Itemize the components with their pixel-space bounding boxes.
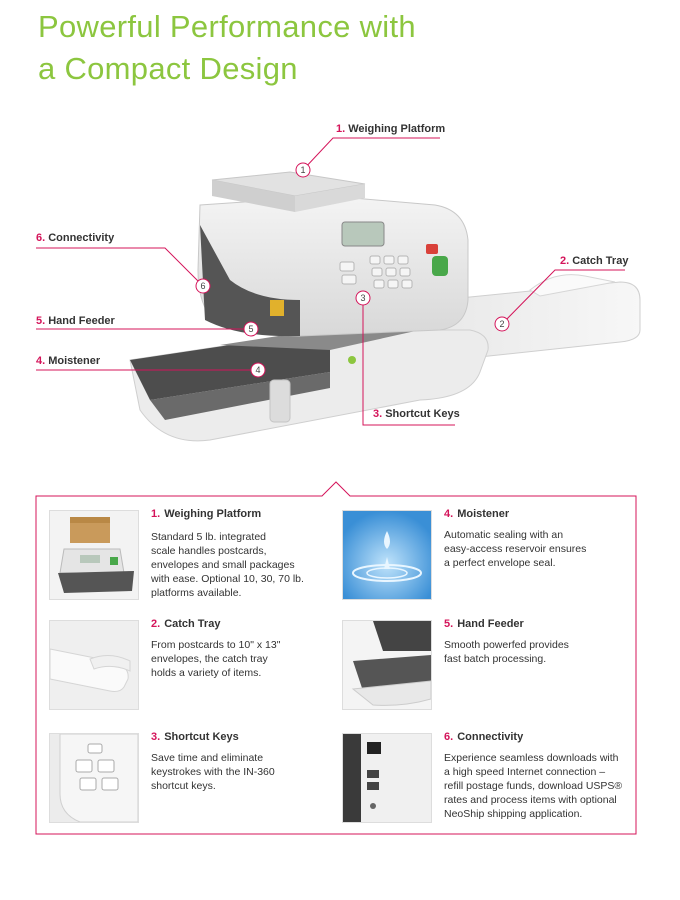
callout-markers (195, 162, 510, 378)
feature-panel-border (35, 481, 637, 835)
callout-weighing-platform: 1.Weighing Platform (336, 123, 446, 135)
callout-connectivity: 6.Connectivity (36, 232, 115, 244)
weighing-platform-photo-icon (49, 510, 139, 600)
feature-title-moistener: 4.Moistener (444, 508, 510, 520)
feature-text-weighing-platform: Standard 5 lb. integrated scale handles … (151, 531, 304, 599)
postage-meter-illustration: 1 2 3 4 5 6 (36, 137, 641, 442)
catch-tray-shape (439, 274, 641, 359)
page-headline: Powerful Performance with a Compact Desi… (38, 6, 416, 90)
feature-title-hand-feeder: 5.Hand Feeder (444, 618, 524, 630)
feature-text-moistener: Automatic sealing with an easy-access re… (444, 529, 587, 569)
feature-text-connectivity: Experience seamless downloads with a hig… (444, 752, 623, 820)
feature-title-connectivity: 6.Connectivity (444, 731, 524, 743)
marker-3: 3 (360, 293, 365, 303)
feature-title-catch-tray: 2.Catch Tray (151, 618, 221, 630)
marker-2: 2 (499, 319, 504, 329)
marker-5: 5 (248, 324, 253, 334)
marker-1: 1 (300, 165, 305, 175)
feature-text-hand-feeder: Smooth powerfed provides fast batch proc… (444, 639, 569, 665)
connectivity-ports-photo-icon (342, 733, 432, 823)
water-drop-photo-icon (342, 510, 432, 600)
callout-moistener: 4.Moistener (36, 355, 101, 367)
callout-shortcut-keys: 3.Shortcut Keys (373, 408, 460, 420)
shortcut-keys-photo-icon (49, 733, 139, 823)
feature-title-weighing-platform: 1.Weighing Platform (151, 508, 262, 520)
hand-feeder-photo-icon (342, 620, 432, 710)
feature-text-shortcut-keys: Save time and eliminate keystrokes with … (151, 752, 275, 792)
base-unit-shape (129, 328, 489, 442)
meter-body-shape (197, 171, 469, 364)
marker-4: 4 (255, 365, 260, 375)
marker-6: 6 (200, 281, 205, 291)
headline-line-2: a Compact Design (38, 51, 298, 86)
callout-catch-tray: 2.Catch Tray (560, 255, 629, 267)
feature-text-catch-tray: From postcards to 10" x 13" envelopes, t… (151, 639, 281, 679)
catch-tray-photo-icon (49, 620, 139, 710)
headline-line-1: Powerful Performance with (38, 9, 416, 44)
feature-title-shortcut-keys: 3.Shortcut Keys (151, 731, 239, 743)
callout-hand-feeder: 5.Hand Feeder (36, 315, 115, 327)
